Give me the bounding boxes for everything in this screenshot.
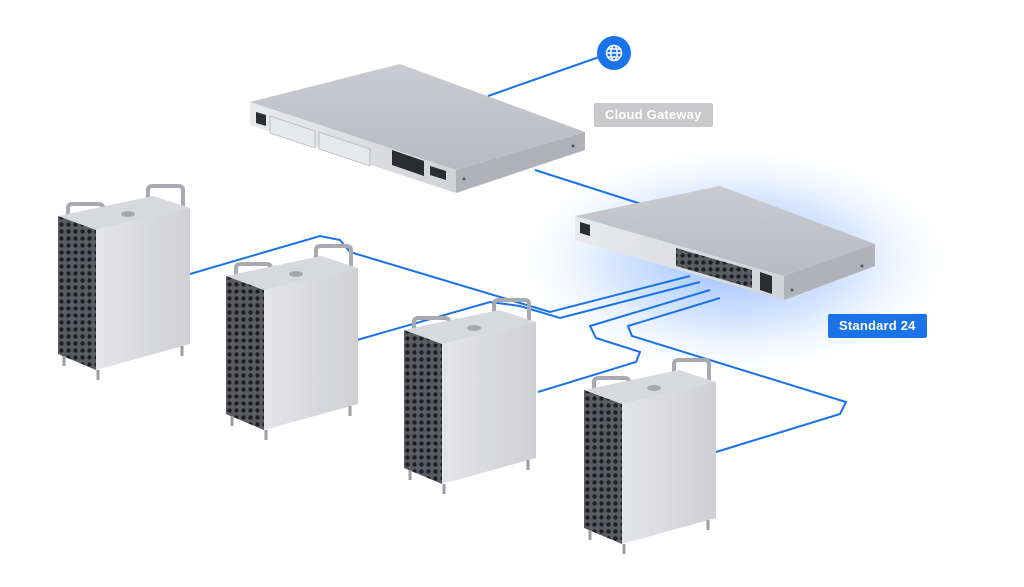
cloud-gateway-device [250,64,585,193]
cable-switch-tower-3 [537,289,711,393]
gateway-power-port [256,112,266,126]
gateway-drive-bay-2 [318,131,371,167]
gateway-drive-bay-1 [269,115,316,149]
gateway-ports [392,150,424,176]
switch-power-port [580,222,590,236]
switch-port-block [676,248,752,288]
tower-computer-1 [58,184,190,380]
standard-24-label: Standard 24 [828,314,927,338]
cable-gateway-internet [487,55,603,97]
internet-node [597,36,631,70]
tower-computer-2 [226,244,358,440]
standard-24-switch-device [575,186,875,300]
globe-icon [605,44,623,62]
cloud-gateway-label: Cloud Gateway [594,103,713,127]
tower-computer-4 [584,358,716,554]
cable-switch-tower-2 [356,281,701,341]
cable-switch-tower-4 [626,297,848,453]
tower-computer-3 [404,298,536,494]
